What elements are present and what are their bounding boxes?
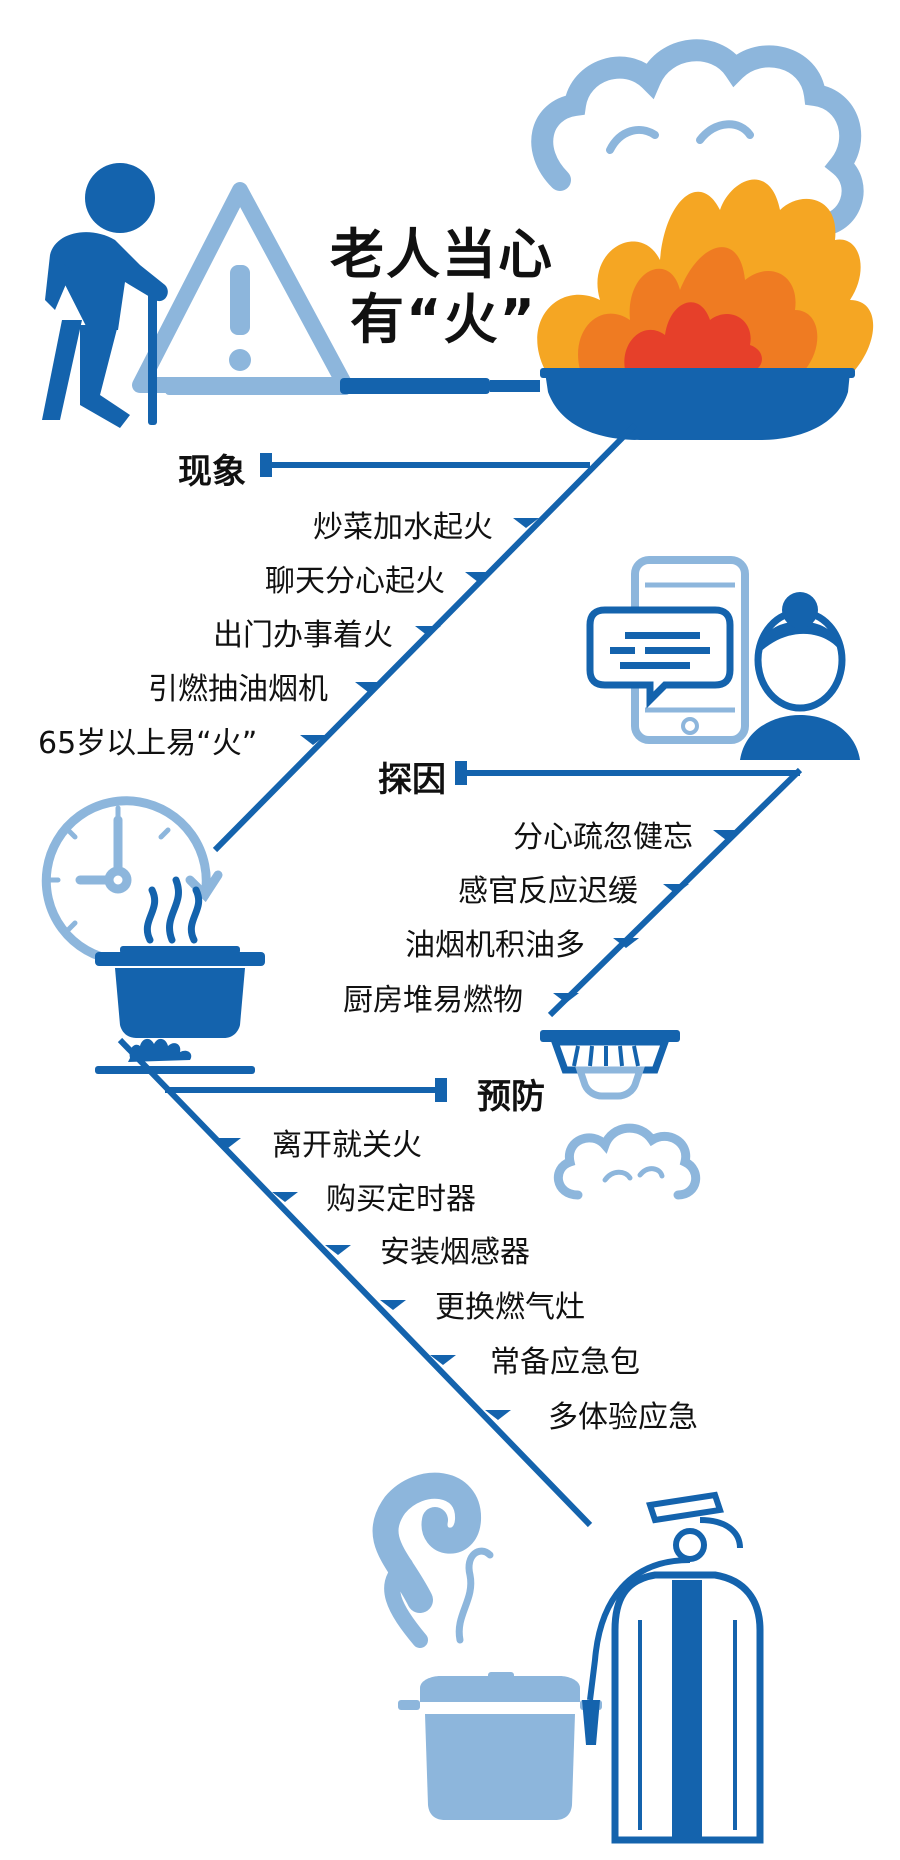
phenomenon-item-4: 引燃抽油烟机 — [148, 672, 328, 707]
causes-item-2: 感官反应迟缓 — [458, 874, 638, 909]
elderly-person-icon — [42, 163, 168, 428]
steam-icon — [143, 876, 203, 944]
warning-triangle-icon — [132, 182, 353, 393]
item-markers — [215, 518, 739, 1420]
flame-icon — [537, 179, 874, 370]
smoke-detector-icon — [540, 1030, 680, 1100]
section-heading-phenomenon: 现象 — [178, 452, 246, 492]
phenomenon-item-5: 65岁以上易“火” — [38, 726, 258, 761]
phone-chat-icon — [586, 556, 749, 744]
section-heading-prevention: 预防 — [477, 1077, 545, 1117]
title-line-2: 有“火” — [350, 288, 537, 351]
prevention-item-6: 多体验应急 — [548, 1400, 698, 1435]
title-line-1: 老人当心 — [330, 223, 554, 286]
prevention-item-3: 安装烟感器 — [380, 1235, 530, 1270]
prevention-item-1: 离开就关火 — [272, 1128, 422, 1163]
phenomenon-item-1: 炒菜加水起火 — [313, 510, 493, 545]
gas-stove-icon — [95, 1038, 255, 1074]
fire-extinguisher-icon — [582, 1491, 764, 1844]
prevention-item-4: 更换燃气灶 — [435, 1290, 585, 1325]
phenomenon-item-3: 出门办事着火 — [213, 618, 393, 653]
frying-pan-icon — [165, 368, 855, 440]
causes-item-3: 油烟机积油多 — [405, 928, 585, 963]
cooking-pot-icon — [95, 946, 265, 1038]
steam-swirl-icon — [372, 1472, 494, 1648]
smoke-cloud-small-icon — [553, 1123, 701, 1200]
causes-item-4: 厨房堆易燃物 — [343, 983, 523, 1018]
woman-avatar-icon — [740, 592, 860, 760]
prevention-item-5: 常备应急包 — [490, 1345, 640, 1380]
prevention-item-2: 购买定时器 — [326, 1182, 476, 1217]
section-heading-causes: 探因 — [378, 760, 446, 800]
clock-icon — [41, 796, 223, 965]
phenomenon-item-2: 聊天分心起火 — [265, 564, 445, 599]
causes-item-1: 分心疏忽健忘 — [513, 820, 693, 855]
pressure-cooker-icon — [398, 1672, 602, 1820]
smoke-cloud-icon — [531, 39, 864, 236]
